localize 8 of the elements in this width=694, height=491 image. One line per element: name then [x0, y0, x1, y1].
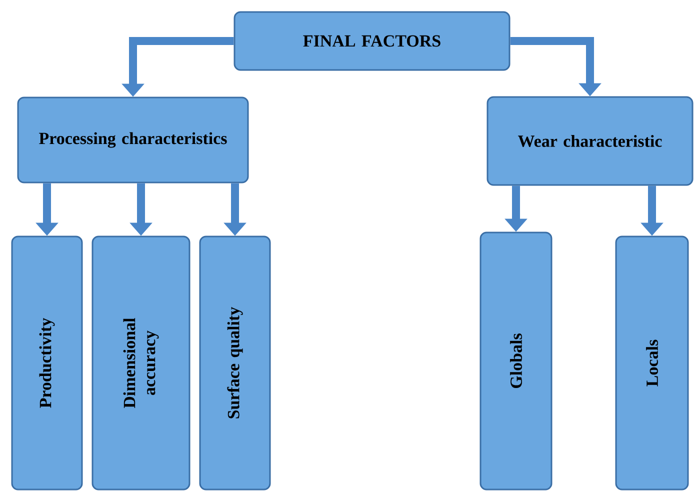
box: Dimensional accuracy [92, 236, 190, 490]
box: FINAL FACTORS [234, 11, 510, 71]
box: Globals [480, 232, 552, 490]
box: Wear characteristic [486, 96, 694, 186]
box: Productivity [11, 236, 83, 490]
box: Processing characteristics [17, 96, 249, 184]
box: Locals [615, 236, 689, 490]
box: Surface quality [199, 236, 271, 490]
